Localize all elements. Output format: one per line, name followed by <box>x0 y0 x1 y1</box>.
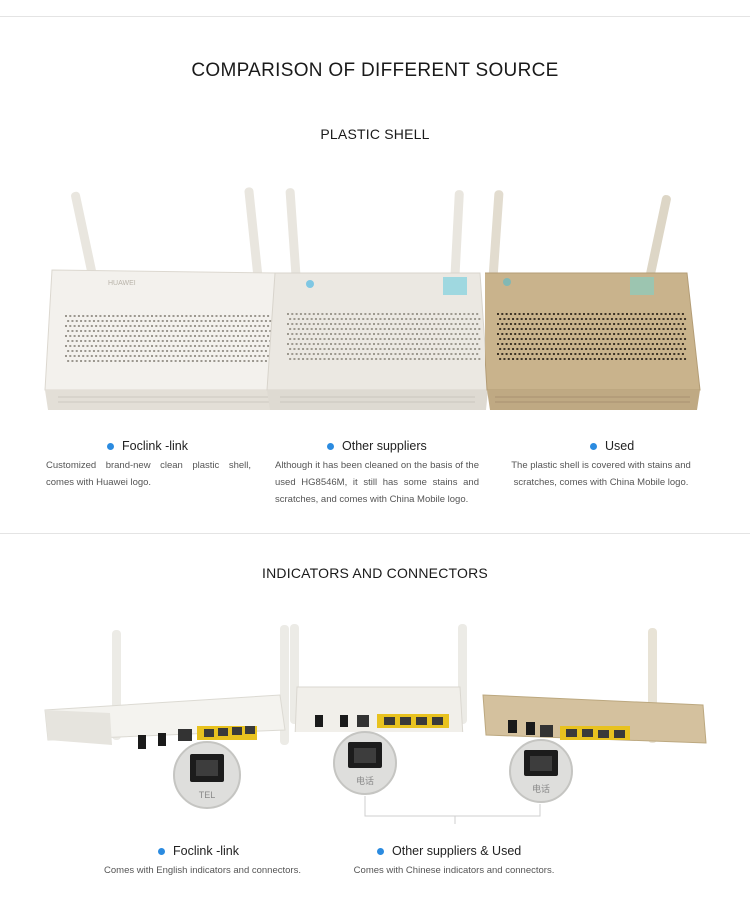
bullet-dot-icon <box>590 442 597 450</box>
router-image-used <box>485 190 701 410</box>
caption-text-other-suppliers: Although it has been cleaned on the basi… <box>275 460 479 505</box>
vent-dots <box>287 313 481 360</box>
tel-port-zoom-foclink: TEL <box>173 741 241 809</box>
bullet-dot-icon <box>158 847 165 855</box>
section-title-indicators: INDICATORS AND CONNECTORS <box>262 565 488 581</box>
bullet-dot-icon <box>327 442 334 450</box>
caption-heading-used: Used <box>590 439 634 453</box>
tel-port-label-cn-used: 电话 <box>532 783 550 795</box>
tel-port-zoom-other: 电话 <box>333 731 397 795</box>
caption-heading-other-used: Other suppliers & Used <box>377 844 521 858</box>
caption-heading-other-suppliers: Other suppliers <box>327 439 427 453</box>
router-back-image-other-suppliers <box>290 624 467 732</box>
bullet-dot-icon <box>107 442 114 450</box>
vent-dots <box>65 315 272 362</box>
router-image-foclink: HUAWEI <box>44 187 286 410</box>
caption-text-foclink-2: Comes with English indicators and connec… <box>104 865 301 876</box>
tel-port-zoom-used: 电话 <box>509 739 573 803</box>
tel-port-label: TEL <box>199 790 216 800</box>
section-divider <box>0 533 750 534</box>
page-title: COMPARISON OF DIFFERENT SOURCE <box>191 60 559 81</box>
svg-text:HUAWEI: HUAWEI <box>108 280 136 287</box>
caption-text-other-used: Comes with Chinese indicators and connec… <box>353 865 555 876</box>
caption-text-foclink: Customized brand-new clean plastic shell… <box>46 460 251 488</box>
router-image-other-suppliers <box>266 188 489 410</box>
caption-heading-foclink: Foclink -link <box>107 439 188 453</box>
vent-dots <box>497 313 687 360</box>
tel-port-label-cn: 电话 <box>356 775 374 787</box>
section-title-plastic-shell: PLASTIC SHELL <box>320 126 430 142</box>
caption-heading-foclink-2: Foclink -link <box>158 844 239 858</box>
router-back-image-used <box>482 628 707 744</box>
caption-text-used: The plastic shell is covered with stains… <box>511 460 691 488</box>
router-back-image-foclink <box>44 625 289 749</box>
bullet-dot-icon <box>377 847 384 855</box>
top-divider <box>0 16 750 17</box>
bracket-connector <box>364 796 541 824</box>
